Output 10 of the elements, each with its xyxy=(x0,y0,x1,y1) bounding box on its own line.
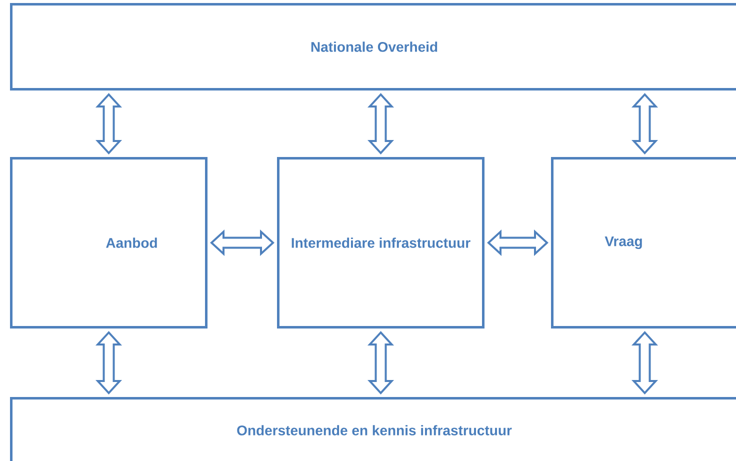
label: Nationale Overheid xyxy=(311,42,438,52)
band xyxy=(10,3,736,90)
band xyxy=(10,397,736,461)
box xyxy=(277,157,484,328)
label: Vraag xyxy=(604,236,642,250)
label: Aanbod xyxy=(106,238,157,248)
box xyxy=(10,157,208,328)
label: Intermediare infrastructuur xyxy=(292,238,470,248)
label: Ondersteunende en kennis infrastructuur xyxy=(237,425,512,436)
box xyxy=(551,157,736,328)
